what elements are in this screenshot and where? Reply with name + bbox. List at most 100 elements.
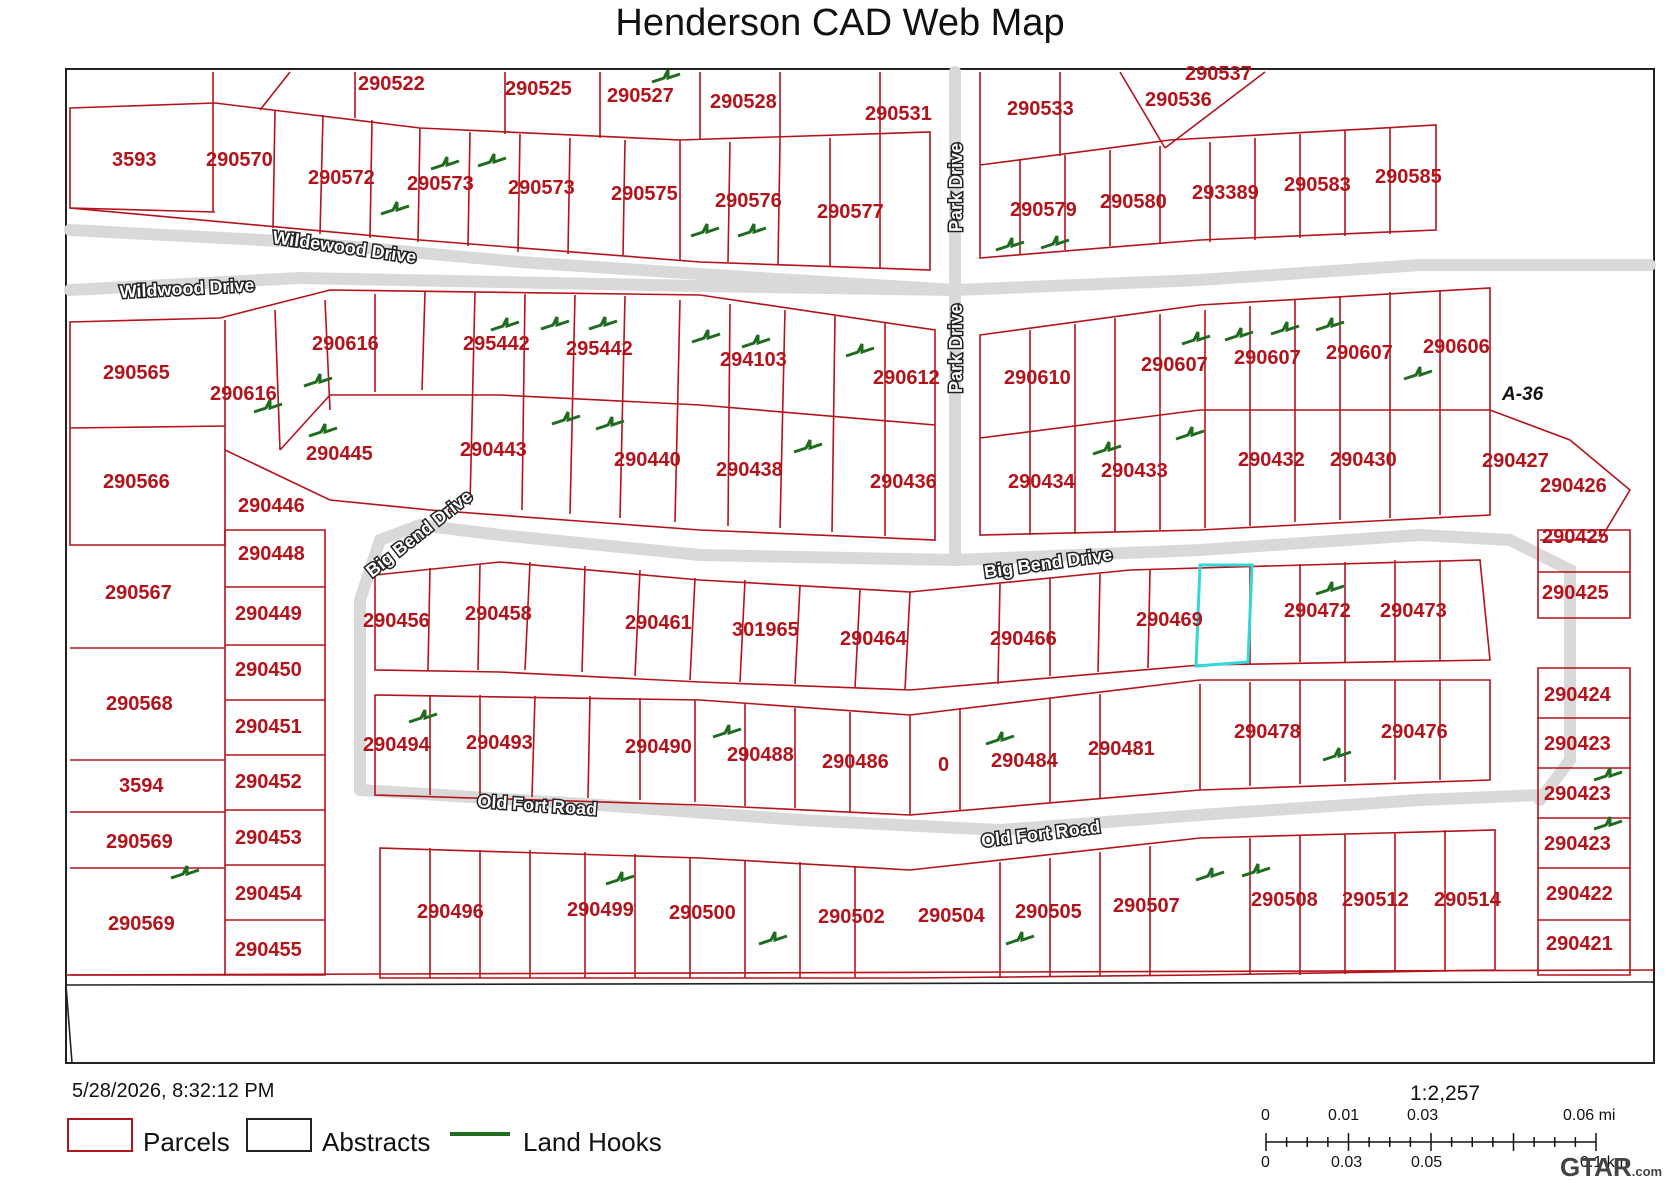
parcel-label[interactable]: 290527 bbox=[607, 85, 674, 107]
parcel-label[interactable]: 290488 bbox=[727, 744, 794, 766]
parcel-label[interactable]: 290449 bbox=[235, 603, 302, 625]
parcel-label[interactable]: 290504 bbox=[918, 905, 986, 927]
parcel-label[interactable]: 301965 bbox=[732, 619, 799, 641]
parcel-label[interactable]: 290484 bbox=[991, 750, 1059, 772]
parcel-label[interactable]: 295442 bbox=[463, 333, 530, 355]
parcel-label[interactable]: 290423 bbox=[1544, 733, 1611, 755]
parcel-label[interactable]: 290606 bbox=[1423, 336, 1490, 358]
parcel-label[interactable]: 290425 bbox=[1542, 526, 1609, 548]
parcel-label[interactable]: 290445 bbox=[306, 443, 373, 465]
parcel-label[interactable]: 295442 bbox=[566, 338, 633, 360]
parcel-label[interactable]: 290565 bbox=[103, 362, 170, 384]
parcel-label[interactable]: 290453 bbox=[235, 827, 302, 849]
land-hook-mark bbox=[1224, 327, 1254, 342]
selected-parcel[interactable] bbox=[1194, 563, 1254, 668]
parcel-label[interactable]: 290425 bbox=[1542, 582, 1609, 604]
parcel-map[interactable]: Wildewood Drive Wildwood Drive Park Driv… bbox=[0, 0, 1680, 1070]
parcel-label[interactable]: 290440 bbox=[614, 449, 681, 471]
parcel-label[interactable]: 290536 bbox=[1145, 89, 1212, 111]
parcel-label[interactable]: 290421 bbox=[1546, 933, 1613, 955]
parcel-label[interactable]: 290579 bbox=[1010, 199, 1077, 221]
parcel-label[interactable]: 290451 bbox=[235, 716, 302, 738]
parcel-label[interactable]: 290610 bbox=[1004, 367, 1071, 389]
parcel-label[interactable]: 290577 bbox=[817, 201, 884, 223]
parcel-label[interactable]: 290616 bbox=[312, 333, 379, 355]
parcel-label[interactable]: 290426 bbox=[1540, 475, 1607, 497]
parcel-label[interactable]: 3593 bbox=[112, 149, 157, 171]
parcel-label[interactable]: 290507 bbox=[1113, 895, 1180, 917]
parcel-label[interactable]: 290481 bbox=[1088, 738, 1155, 760]
parcel-label[interactable]: 290522 bbox=[358, 73, 425, 95]
parcel-label[interactable]: 290567 bbox=[105, 582, 172, 604]
parcel-label[interactable]: 290525 bbox=[505, 78, 572, 100]
parcel-label[interactable]: 290505 bbox=[1015, 901, 1082, 923]
parcel-label[interactable]: 290573 bbox=[508, 177, 575, 199]
parcel-label[interactable]: 290450 bbox=[235, 659, 302, 681]
parcel-label[interactable]: 290531 bbox=[865, 103, 932, 125]
parcel-label[interactable]: 290456 bbox=[363, 610, 430, 632]
parcel-label[interactable]: 290458 bbox=[465, 603, 532, 625]
parcel-label[interactable]: 290464 bbox=[840, 628, 908, 650]
parcel-label[interactable]: 290478 bbox=[1234, 721, 1301, 743]
parcel-label[interactable]: 290423 bbox=[1544, 833, 1611, 855]
parcel-label[interactable]: 290434 bbox=[1008, 471, 1076, 493]
parcel-label[interactable]: 290569 bbox=[108, 913, 175, 935]
parcel-label[interactable]: 290452 bbox=[235, 771, 302, 793]
parcel-label[interactable]: 290448 bbox=[238, 543, 305, 565]
parcel-label[interactable]: 290438 bbox=[716, 459, 783, 481]
parcel-label[interactable]: 290473 bbox=[1380, 600, 1447, 622]
parcel-label[interactable]: 290422 bbox=[1546, 883, 1613, 905]
parcel-label[interactable]: 293389 bbox=[1192, 182, 1259, 204]
parcel-label[interactable]: 290476 bbox=[1381, 721, 1448, 743]
parcel-label[interactable]: 290502 bbox=[818, 906, 885, 928]
parcel-label[interactable]: 290575 bbox=[611, 183, 678, 205]
parcel-label[interactable]: 290528 bbox=[710, 91, 777, 113]
parcel-label[interactable]: 290432 bbox=[1238, 449, 1305, 471]
parcel-label[interactable]: 290496 bbox=[417, 901, 484, 923]
parcel-label[interactable]: 290576 bbox=[715, 190, 782, 212]
parcel-label[interactable]: 290569 bbox=[106, 831, 173, 853]
parcel-label[interactable]: 290573 bbox=[407, 173, 474, 195]
parcel-label[interactable]: 290443 bbox=[460, 439, 527, 461]
parcel-label[interactable]: 290616 bbox=[210, 383, 277, 405]
parcel-label[interactable]: 290490 bbox=[625, 736, 692, 758]
parcel-label[interactable]: 290580 bbox=[1100, 191, 1167, 213]
parcel-label[interactable]: 294103 bbox=[720, 349, 787, 371]
parcel-label[interactable]: 290461 bbox=[625, 612, 692, 634]
parcel-label[interactable]: 290424 bbox=[1544, 684, 1612, 706]
parcel-label[interactable]: 290486 bbox=[822, 751, 889, 773]
parcel-label[interactable]: 290514 bbox=[1434, 889, 1502, 911]
parcel-label[interactable]: 290607 bbox=[1141, 354, 1208, 376]
parcel-label[interactable]: 290427 bbox=[1482, 450, 1549, 472]
parcel-label[interactable]: 290570 bbox=[206, 149, 273, 171]
parcel-label[interactable]: 0 bbox=[938, 754, 949, 776]
parcel-label[interactable]: 290466 bbox=[990, 628, 1057, 650]
parcel-label[interactable]: 290585 bbox=[1375, 166, 1442, 188]
parcel-label[interactable]: 290572 bbox=[308, 167, 375, 189]
parcel-label[interactable]: 290566 bbox=[103, 471, 170, 493]
parcel-label[interactable]: 290568 bbox=[106, 693, 173, 715]
parcel-label[interactable]: 290433 bbox=[1101, 460, 1168, 482]
parcel-label[interactable]: 290533 bbox=[1007, 98, 1074, 120]
parcel-label[interactable]: 290472 bbox=[1284, 600, 1351, 622]
parcel-label[interactable]: 290512 bbox=[1342, 889, 1409, 911]
parcel-label[interactable]: 290430 bbox=[1330, 449, 1397, 471]
parcel-label[interactable]: 290537 bbox=[1185, 63, 1252, 85]
parcel-label[interactable]: 290454 bbox=[235, 883, 303, 905]
parcel-label[interactable]: 290508 bbox=[1251, 889, 1318, 911]
parcel-label[interactable]: 290500 bbox=[669, 902, 736, 924]
parcel-label[interactable]: 3594 bbox=[119, 775, 164, 797]
parcel-label[interactable]: 290446 bbox=[238, 495, 305, 517]
parcel-label[interactable]: 290583 bbox=[1284, 174, 1351, 196]
parcel-label[interactable]: 290436 bbox=[870, 471, 937, 493]
parcel-label[interactable]: 290612 bbox=[873, 367, 940, 389]
scale-tick-top: 0 bbox=[1261, 1107, 1270, 1124]
parcel-label[interactable]: 290494 bbox=[363, 734, 431, 756]
parcel-label[interactable]: 290423 bbox=[1544, 783, 1611, 805]
parcel-label[interactable]: 290493 bbox=[466, 732, 533, 754]
parcel-label[interactable]: 290455 bbox=[235, 939, 302, 961]
parcel-label[interactable]: 290469 bbox=[1136, 609, 1203, 631]
parcel-label[interactable]: 290607 bbox=[1326, 342, 1393, 364]
parcel-label[interactable]: 290499 bbox=[567, 899, 634, 921]
parcel-label[interactable]: 290607 bbox=[1234, 347, 1301, 369]
